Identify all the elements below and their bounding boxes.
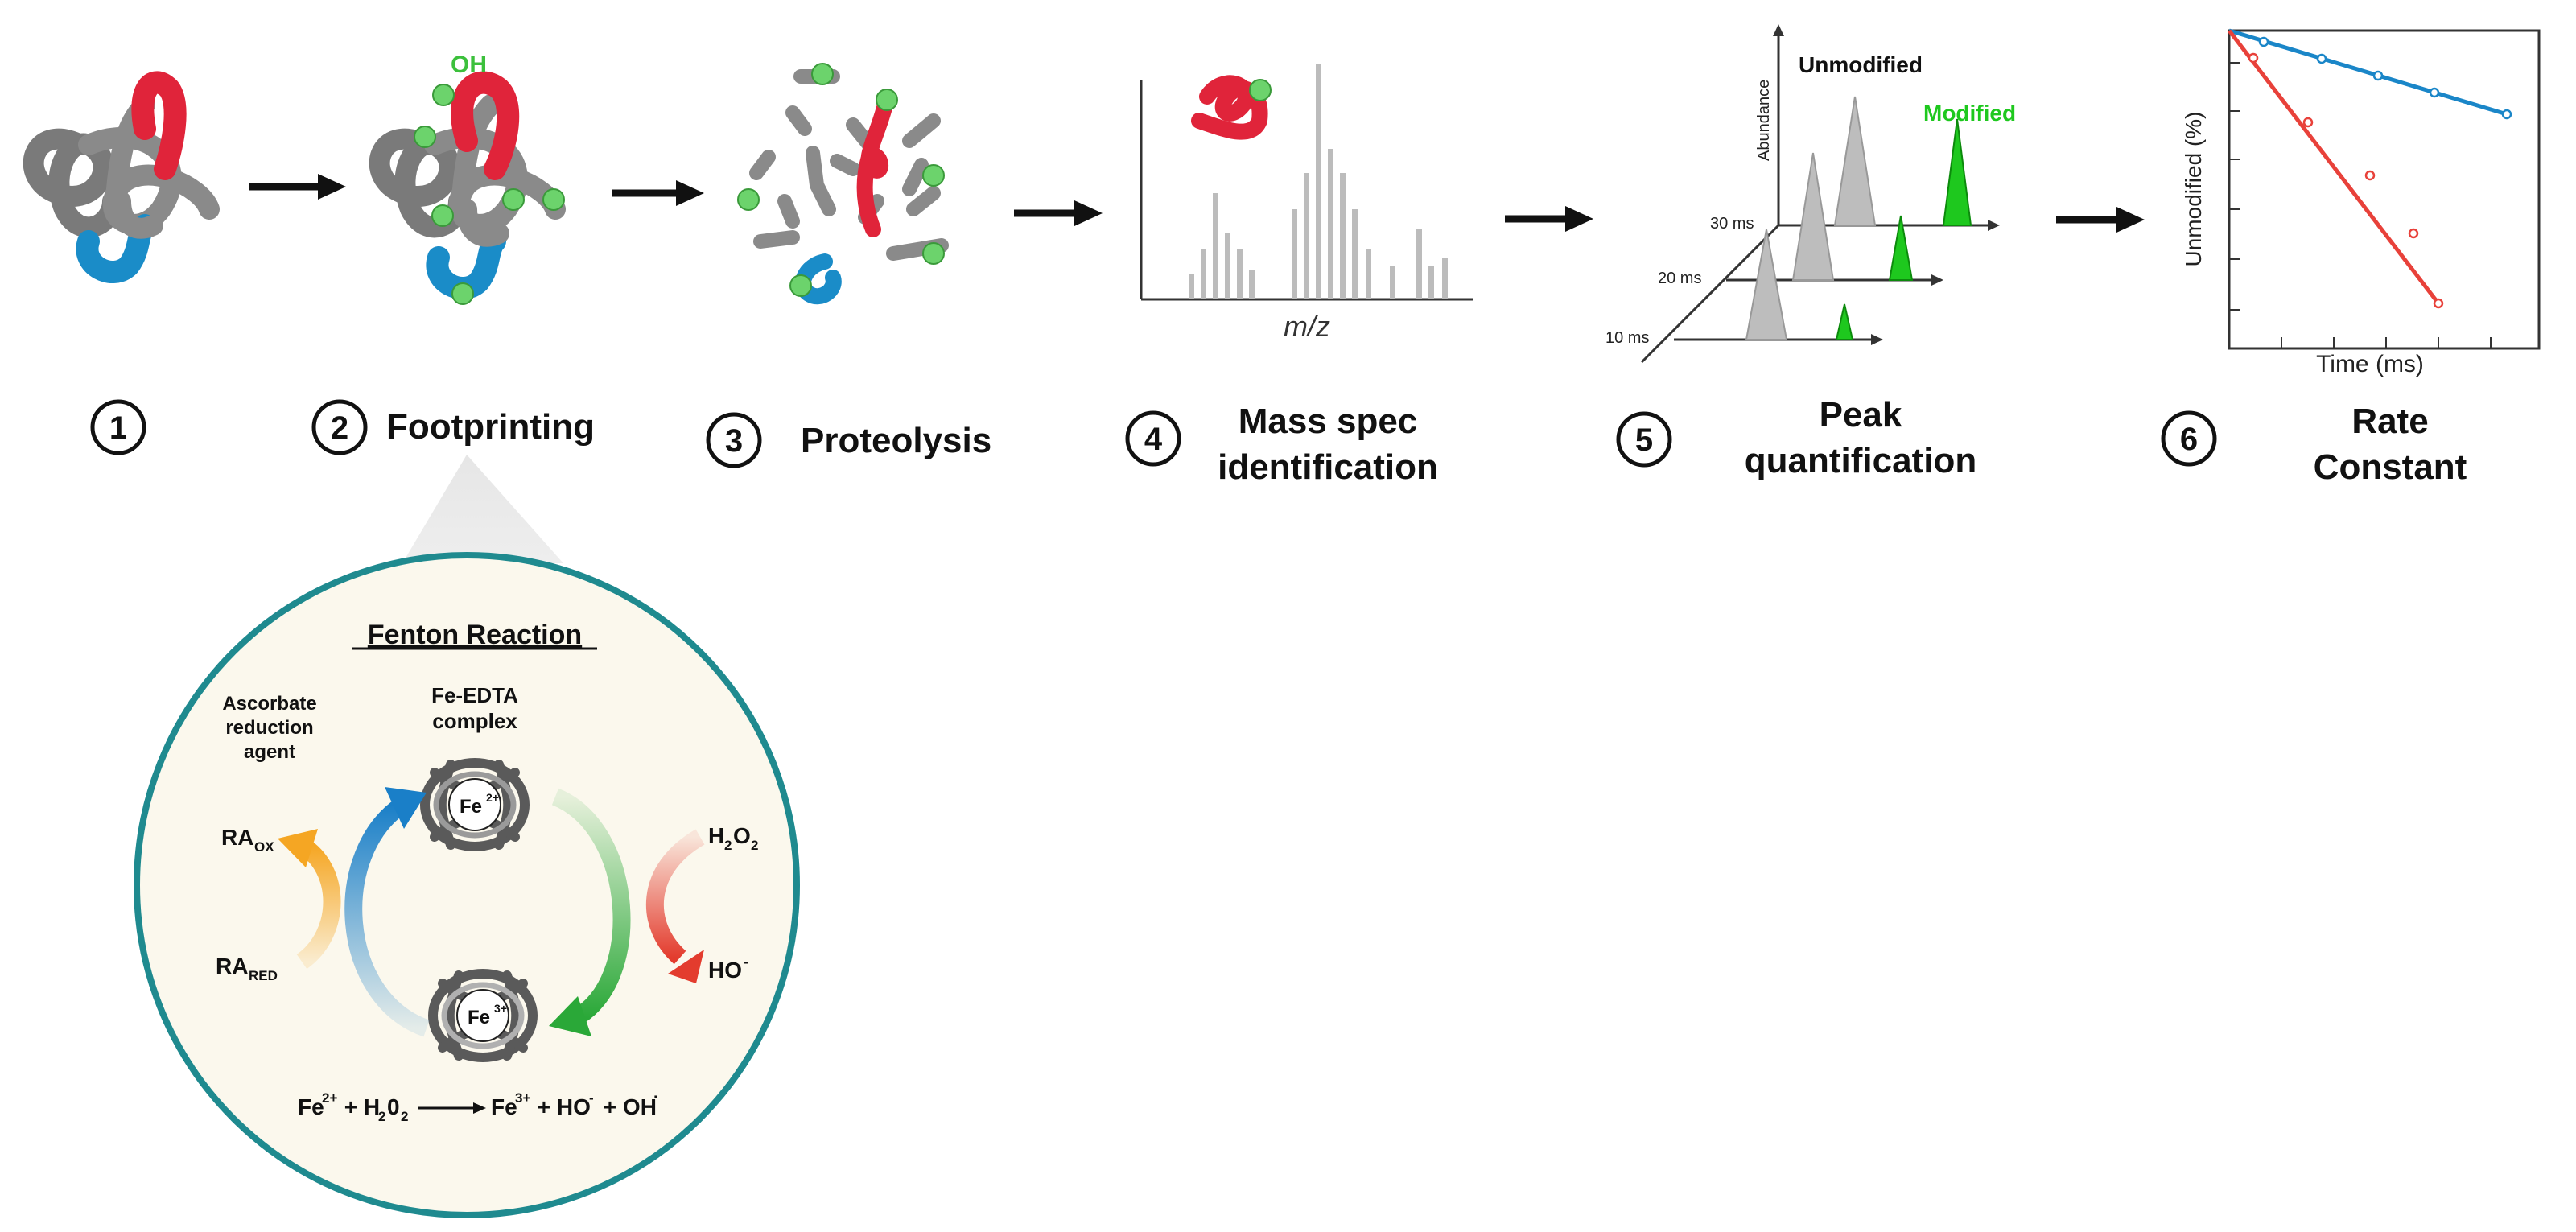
svg-text:OX: OX <box>254 839 274 855</box>
svg-text:-: - <box>589 1090 594 1106</box>
orange-arrowhead <box>278 829 318 867</box>
ascorbate-line3: agent <box>244 741 295 763</box>
step-4-label: 4 Mass spec identification <box>1125 402 1438 487</box>
time-label-10: 10 ms <box>1605 329 1649 347</box>
step-4-title-line1: Mass spec <box>1239 402 1418 441</box>
fe2-complex-icon: Fe 2+ <box>420 758 530 851</box>
flow-arrow-3 <box>1014 200 1103 226</box>
red-arrowhead <box>668 950 704 983</box>
step-4-title-line2: identification <box>1218 447 1438 487</box>
ho-minus-label: HO - <box>708 954 748 983</box>
fe2-label: Fe <box>460 796 482 818</box>
svg-text:RED: RED <box>249 968 278 983</box>
svg-text:Fe: Fe <box>298 1094 324 1119</box>
svg-text:4: 4 <box>1144 422 1163 457</box>
inset-connector <box>402 455 563 563</box>
fragment-labels <box>737 63 945 297</box>
svg-text:2: 2 <box>751 838 758 853</box>
ra-ox-label: RA <box>221 825 253 850</box>
hydroxyl-labels <box>414 84 565 305</box>
step-6-title-line1: Rate <box>2351 402 2428 441</box>
time-label-30: 30 ms <box>1710 215 1754 233</box>
step-6-title-line2: Constant <box>2314 447 2467 487</box>
svg-text:-: - <box>744 954 748 970</box>
svg-text:Fe: Fe <box>491 1094 517 1119</box>
green-arrowhead <box>549 996 591 1036</box>
step-2-title: Footprinting <box>386 407 595 447</box>
svg-text:+ HO: + HO <box>531 1094 591 1119</box>
ascorbate-line1: Ascorbate <box>222 693 316 715</box>
fenton-inset: Fenton Reaction Ascorbate reduction agen… <box>134 552 800 1218</box>
complex-line1: Fe-EDTA <box>431 683 518 707</box>
svg-text:+ OH: + OH <box>597 1094 657 1119</box>
svg-text:O: O <box>733 823 751 848</box>
flow-arrow-2 <box>612 180 704 206</box>
modified-label: Modified <box>1923 101 2016 126</box>
blue-arrowhead <box>385 787 427 829</box>
flow-arrow-4 <box>1505 206 1593 232</box>
ascorbate-line2: reduction <box>225 717 313 739</box>
svg-text:2: 2 <box>331 410 348 446</box>
rate-constant-chart: Unmodified (%) Time (ms) <box>2181 28 2541 377</box>
h2o2-label: H 2 O 2 <box>708 823 758 853</box>
svg-text:·: · <box>653 1089 659 1106</box>
protein-native-icon <box>23 71 220 283</box>
step-5-title-line1: Peak <box>1820 395 1902 435</box>
svg-text:0: 0 <box>387 1094 400 1119</box>
svg-text:3: 3 <box>725 423 743 459</box>
svg-text:2+: 2+ <box>486 791 499 804</box>
protein-footprinted-icon <box>369 71 566 299</box>
step-3-title: Proteolysis <box>801 421 991 460</box>
step-6-label: 6 Rate Constant <box>2161 402 2467 487</box>
svg-text:+ H: + H <box>338 1094 380 1119</box>
mass-spectrum: m/z <box>1140 64 1473 343</box>
time-label-20: 20 ms <box>1658 270 1701 287</box>
svg-text:1: 1 <box>109 410 127 446</box>
svg-text:2: 2 <box>378 1109 385 1124</box>
flow-arrow-5 <box>2056 207 2145 233</box>
svg-text:2+: 2+ <box>322 1090 337 1106</box>
peak-ylabel: Abundance <box>1755 80 1773 161</box>
svg-text:HO: HO <box>708 958 742 983</box>
flow-arrow-1 <box>249 174 346 200</box>
step-5-label: 5 Peak quantification <box>1616 395 1976 480</box>
svg-text:6: 6 <box>2180 422 2198 457</box>
step-3-label: 3 Proteolysis <box>706 412 991 468</box>
fenton-equation: Fe 2+ + H 2 0 2 Fe 3+ + HO - + OH · <box>298 1089 659 1124</box>
step-5-title-line2: quantification <box>1745 441 1976 480</box>
peptide-fragments <box>749 69 949 305</box>
svg-text:5: 5 <box>1635 422 1653 458</box>
rate-xlabel: Time (ms) <box>2316 351 2424 377</box>
svg-text:2: 2 <box>724 838 732 853</box>
svg-text:H: H <box>708 823 724 848</box>
complex-line2: complex <box>432 709 517 733</box>
rate-ylabel: Unmodified (%) <box>2181 112 2206 267</box>
fe3-complex-icon: Fe 3+ <box>428 969 538 1062</box>
svg-text:2: 2 <box>401 1109 408 1124</box>
svg-text:3+: 3+ <box>494 1002 507 1015</box>
unmodified-label: Unmodified <box>1799 52 1923 77</box>
svg-text:3+: 3+ <box>515 1090 530 1106</box>
step-1-label: 1 <box>90 399 146 455</box>
peak-quant-chart: Abundance Unmodified Modified 30 ms 20 m… <box>1605 24 2016 364</box>
mass-spec-xlabel: m/z <box>1284 310 1330 343</box>
fenton-title: Fenton Reaction <box>368 620 582 650</box>
ra-red-label: RA <box>216 954 248 979</box>
oh-label: OH <box>451 52 487 78</box>
step-2-label: 2 Footprinting <box>311 399 595 455</box>
fe3-label: Fe <box>468 1007 490 1028</box>
